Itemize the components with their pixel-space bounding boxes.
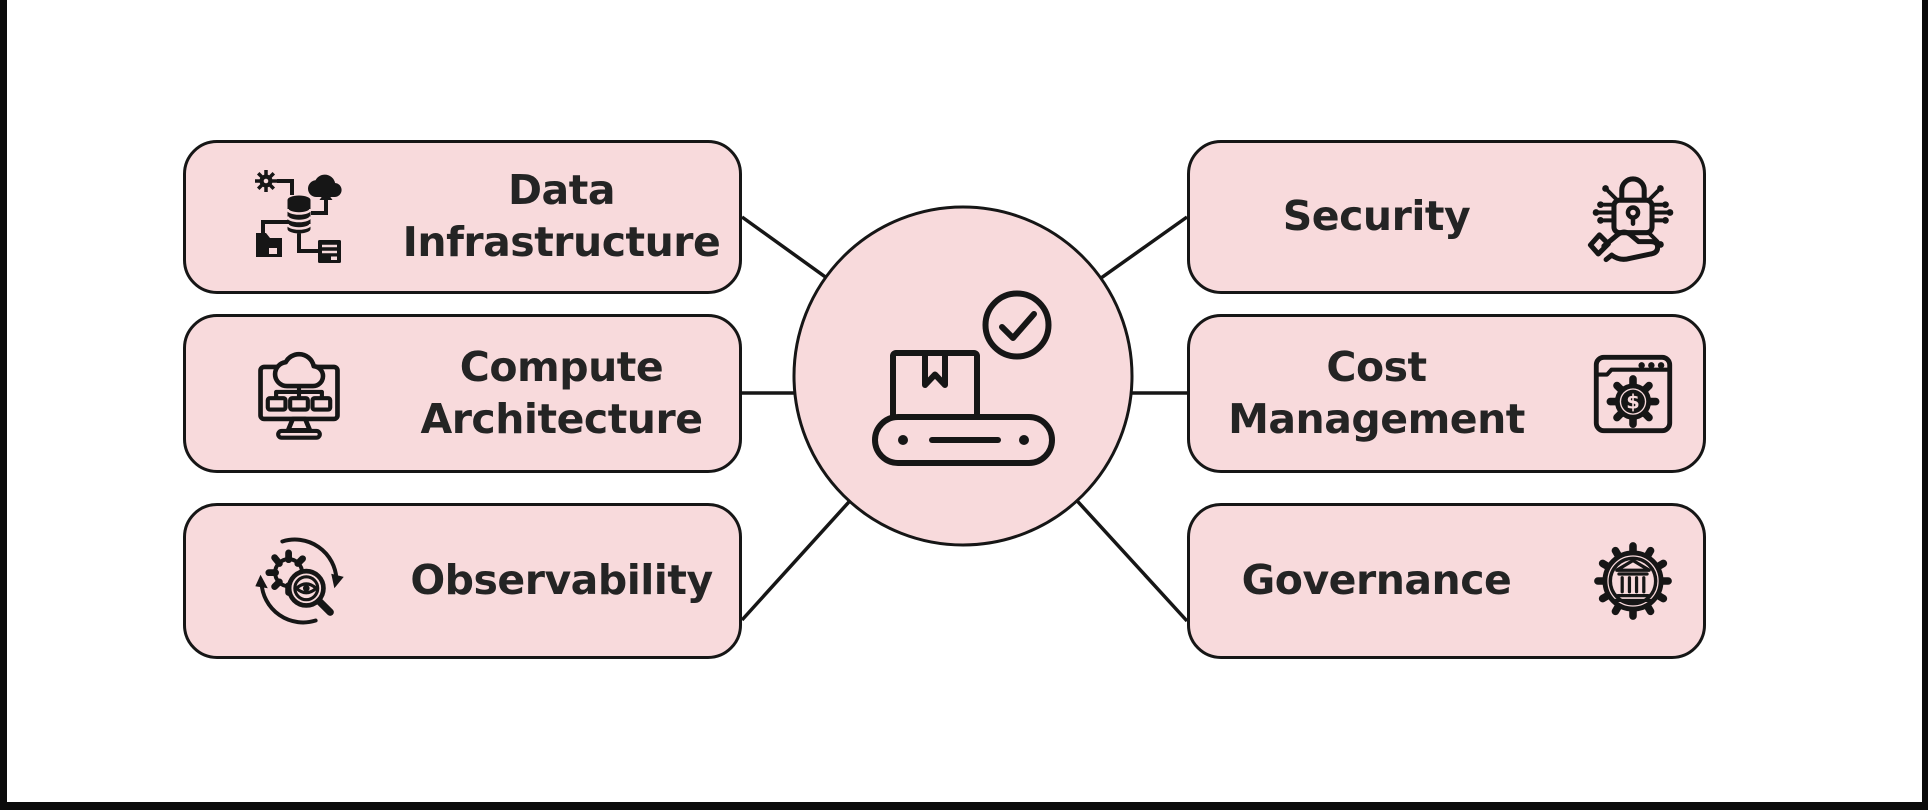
node-governance[interactable]: Governance bbox=[1187, 503, 1706, 659]
node-cost-management[interactable]: Cost Management $ bbox=[1187, 314, 1706, 473]
node-observability[interactable]: Observability bbox=[183, 503, 742, 659]
svg-text:$: $ bbox=[1626, 390, 1640, 413]
package-box bbox=[890, 350, 980, 422]
node-data-infrastructure[interactable]: Data Infrastructure bbox=[183, 140, 742, 294]
security-icon bbox=[1587, 176, 1674, 263]
cost-management-icon: $ bbox=[1593, 354, 1673, 433]
belt-dot bbox=[898, 435, 908, 445]
node-compute-architecture[interactable]: Compute Architecture bbox=[183, 314, 742, 473]
governance-icon bbox=[1594, 542, 1672, 620]
node-icon-zone bbox=[214, 527, 384, 635]
frame-border-right bbox=[1922, 0, 1928, 810]
package-bookmark bbox=[922, 350, 948, 388]
node-label: Observability bbox=[410, 556, 713, 605]
belt-dot bbox=[1019, 435, 1029, 445]
node-label: Cost Management bbox=[1228, 342, 1525, 443]
node-icon-zone bbox=[214, 165, 384, 269]
compute-architecture-icon bbox=[258, 351, 340, 440]
frame-border-bottom bbox=[0, 802, 1928, 810]
node-label: Security bbox=[1282, 192, 1471, 241]
observability-icon bbox=[255, 537, 344, 625]
check-circle-icon bbox=[982, 290, 1052, 360]
node-icon-zone bbox=[214, 340, 384, 448]
package-conveyor-icon bbox=[872, 290, 1055, 466]
node-icon-zone bbox=[1563, 161, 1703, 273]
node-label: Governance bbox=[1241, 556, 1512, 605]
node-icon-zone bbox=[1563, 527, 1703, 635]
node-label: Compute Architecture bbox=[420, 342, 703, 443]
check-mark bbox=[999, 311, 1037, 341]
node-security[interactable]: Security bbox=[1187, 140, 1706, 294]
node-label: Data Infrastructure bbox=[402, 166, 721, 266]
node-icon-zone: $ bbox=[1563, 338, 1703, 450]
frame-border-left bbox=[0, 0, 7, 810]
data-infrastructure-icon bbox=[255, 170, 342, 263]
